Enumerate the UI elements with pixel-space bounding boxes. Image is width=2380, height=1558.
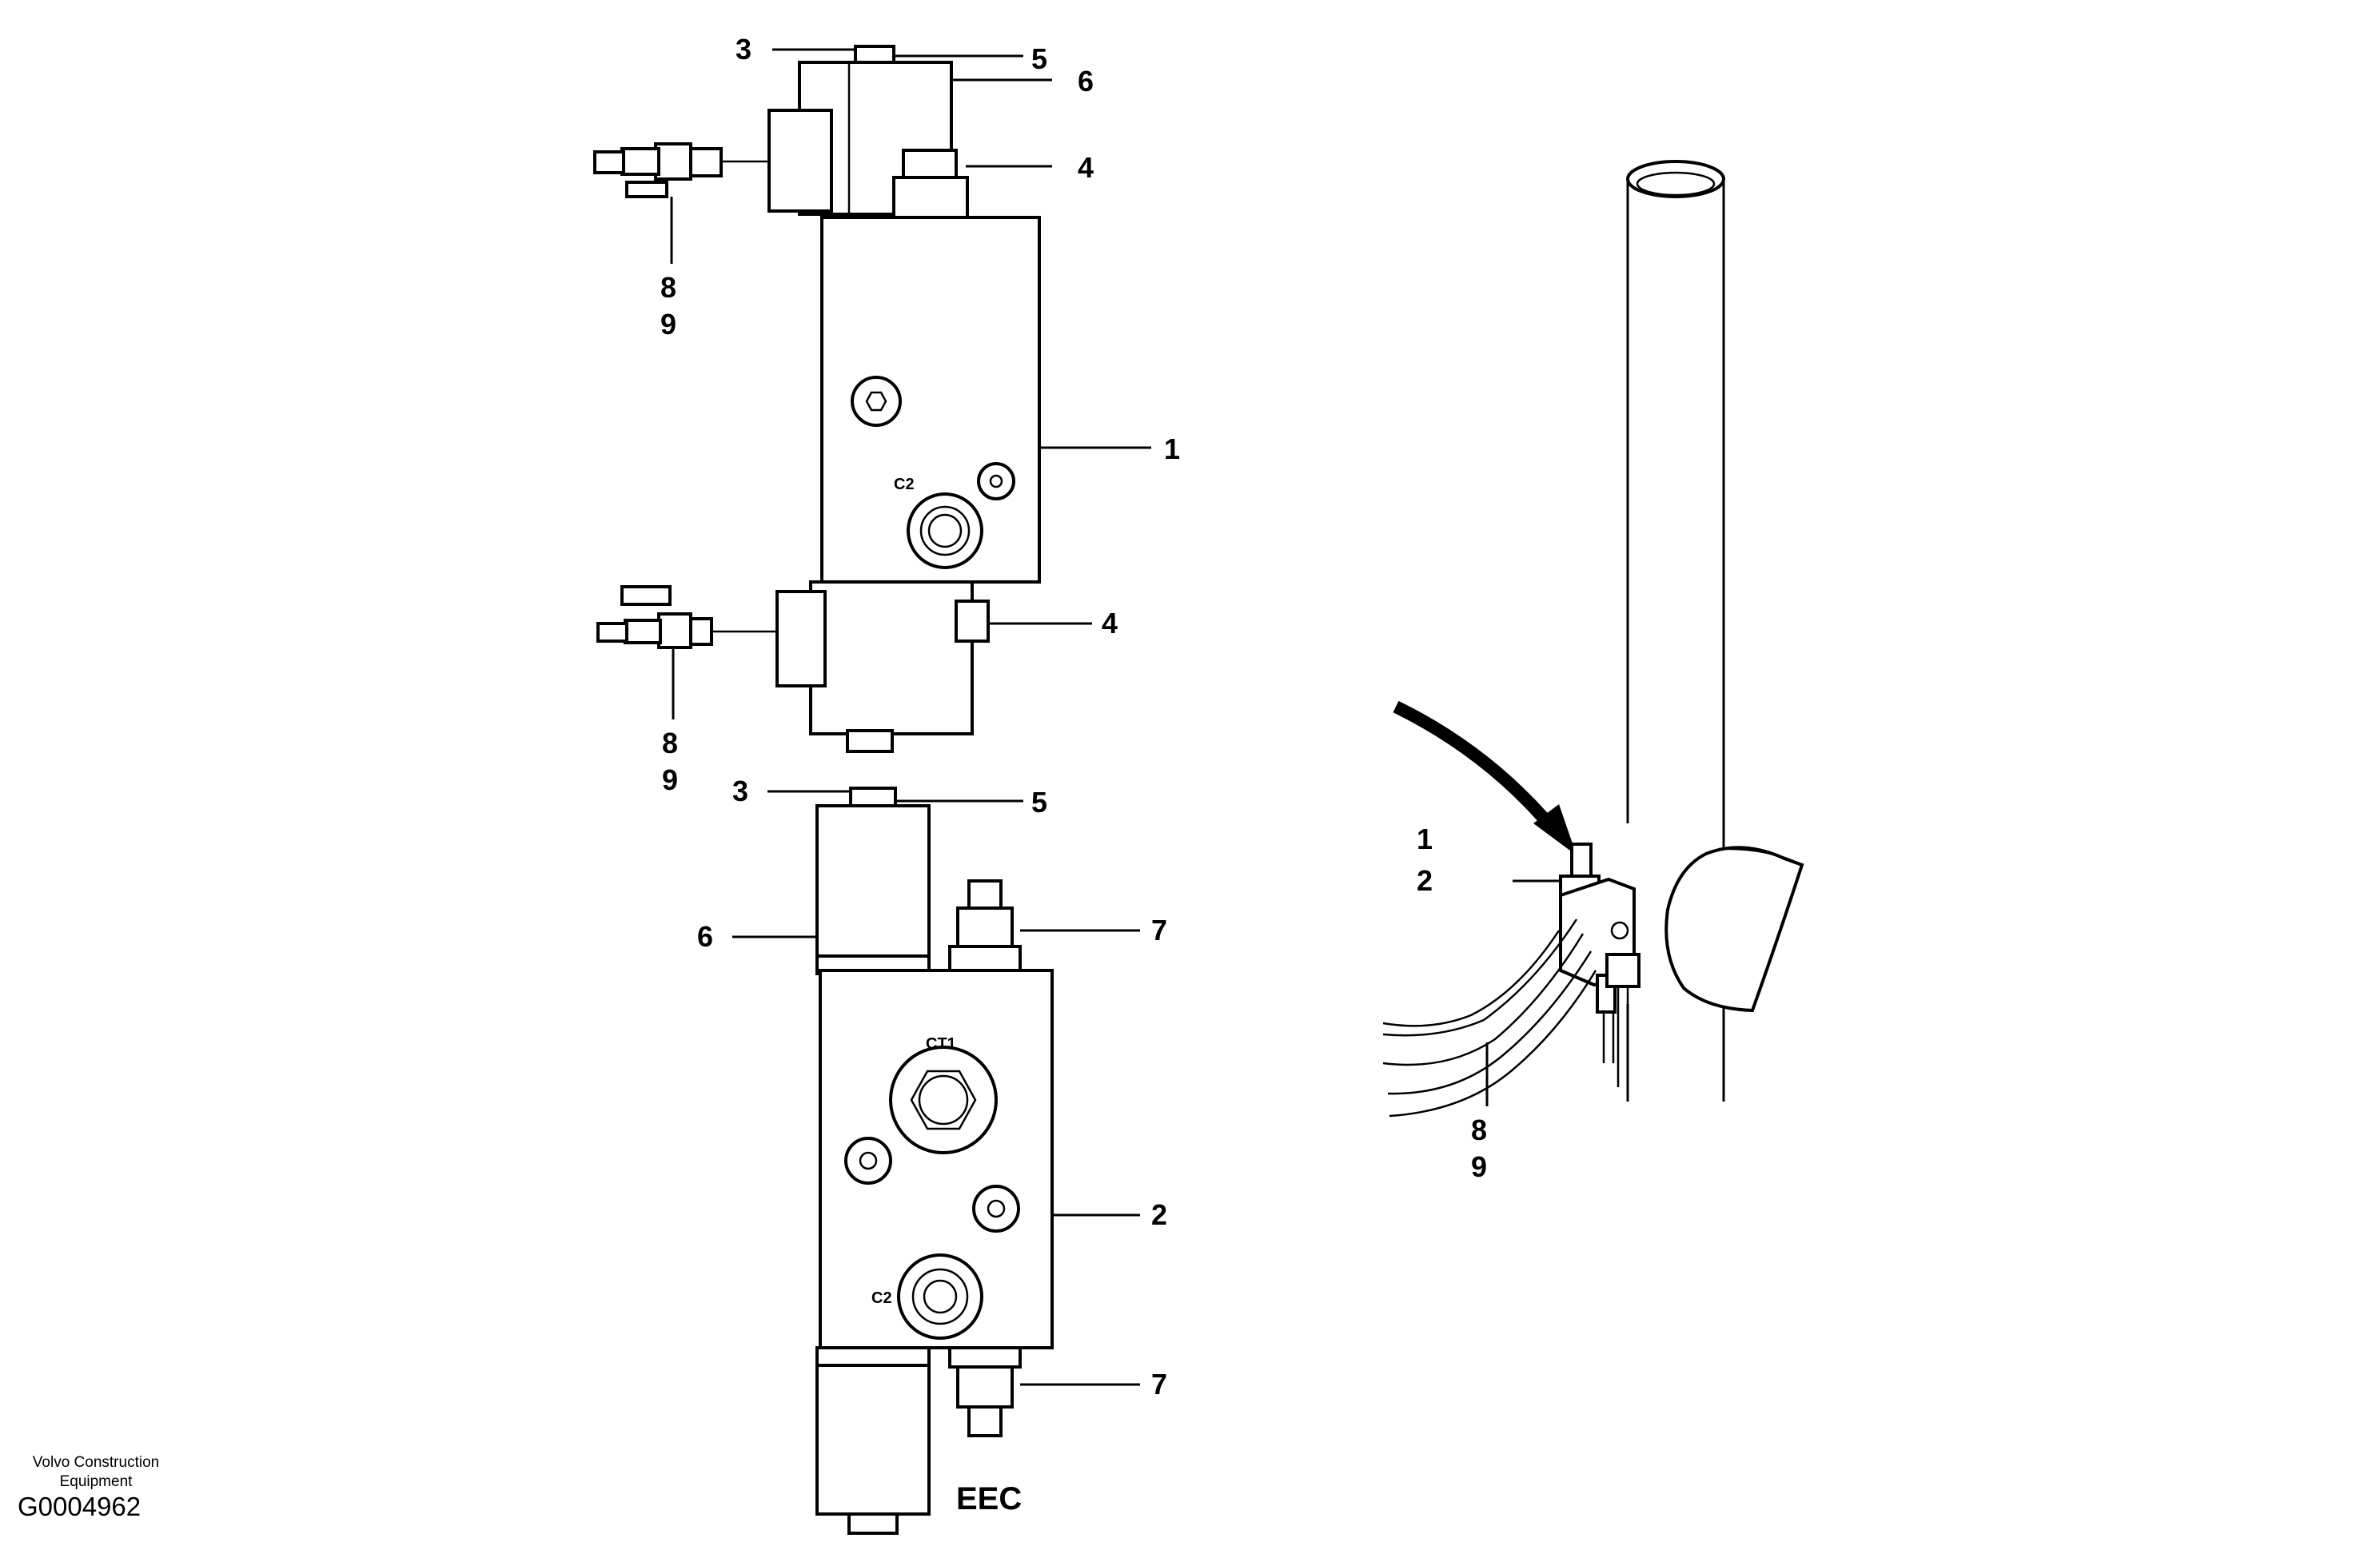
callout-8-lower: 8 (662, 727, 678, 759)
callout-8-top: 8 (660, 271, 676, 304)
callout-9-install: 9 (1471, 1150, 1487, 1183)
fitting-7-top-base (948, 945, 1022, 972)
plug-body-lower (688, 617, 713, 646)
callout-2-install: 2 (1417, 864, 1433, 897)
callout-3-top: 3 (736, 33, 751, 66)
port-c2-upper (907, 492, 983, 569)
cartridge-hex (892, 176, 969, 219)
fitting-7-bottom-base (948, 1346, 1022, 1369)
leader-lines (670, 48, 1151, 1386)
callout-4-top: 4 (1078, 151, 1094, 184)
solenoid-coil-2 (815, 804, 931, 969)
solenoid-coil-2b (815, 1364, 931, 1516)
variant-label: EEC (956, 1481, 1022, 1516)
hose-b (1382, 933, 1585, 1066)
callout-8-install: 8 (1471, 1114, 1487, 1146)
nut-top-2 (849, 787, 897, 807)
coil-top-2b (815, 1346, 931, 1367)
callout-4-lower: 4 (1102, 607, 1118, 640)
coil-connector-housing (767, 109, 833, 213)
solenoid-coil-lower (809, 580, 974, 735)
plug-screw-1b (977, 462, 1015, 500)
coil-nut-lower (846, 729, 894, 753)
callout-5-lower: 5 (1031, 786, 1047, 819)
installed-fitting (1605, 953, 1640, 988)
plug-screw-1a (851, 376, 902, 427)
port-c2-lower (897, 1253, 983, 1340)
port-label-c2-upper: C2 (894, 476, 915, 493)
installation-view (1382, 160, 1804, 1118)
callout-5-top: 5 (1031, 42, 1047, 75)
coil-nut-2b (847, 1512, 899, 1535)
plug-screw-2b (972, 1185, 1020, 1233)
pointer-arrow (1393, 700, 1557, 831)
plug-connector-lower (657, 612, 692, 649)
hose-d (1389, 970, 1597, 1118)
plug-connector (654, 142, 692, 181)
callout-6-lower: 6 (697, 920, 713, 953)
callout-6-top: 6 (1078, 65, 1094, 98)
fitting-7-bottom-hex (956, 1365, 1014, 1409)
credit-line-2: Equipment (59, 1473, 133, 1490)
callout-2: 2 (1151, 1198, 1167, 1231)
callout-1: 1 (1164, 432, 1180, 465)
valve-assembly-upper: C2 (593, 45, 1041, 753)
plug-tip-lower (596, 622, 628, 643)
cartridge-stub (955, 600, 990, 643)
callout-9-top: 9 (660, 308, 676, 341)
cartridge-cap (902, 149, 958, 179)
drawing-id: G0004962 (18, 1492, 142, 1521)
hose-e (1382, 930, 1561, 1027)
hose-a (1382, 918, 1578, 1037)
fitting-7-bottom-thread (967, 1405, 1003, 1437)
plug-tip (593, 150, 625, 174)
valve-assembly-lower: CT1 C2 (815, 787, 1054, 1535)
plug-latch (625, 181, 668, 198)
callout-7-bottom: 7 (1151, 1368, 1167, 1401)
plug-grip (620, 147, 660, 176)
port-label-c2-lower: C2 (871, 1289, 892, 1307)
credit-line-1: Volvo Construction (32, 1454, 160, 1471)
callout-7-top: 7 (1151, 914, 1167, 946)
plug-screw-2a (844, 1137, 892, 1185)
port-ct1 (889, 1046, 998, 1154)
plug-body (688, 147, 723, 177)
publisher-credit: Volvo Construction Equipment (0, 1453, 192, 1492)
installed-solenoid (1570, 843, 1593, 878)
callout-9-lower: 9 (662, 763, 678, 796)
pointer-arrow-head (1533, 804, 1577, 855)
hose-c (1387, 950, 1593, 1095)
plug-grip-lower (624, 619, 662, 644)
callout-1-install: 1 (1417, 823, 1433, 855)
plug-latch-lower (620, 585, 672, 606)
coil-connector-housing-lower (775, 590, 827, 687)
fitting-7-top-hex (956, 907, 1014, 948)
tank (1664, 846, 1804, 1013)
fitting-7-top-thread (967, 879, 1003, 910)
port-label-ct1: CT1 (926, 1035, 956, 1053)
callout-3-lower: 3 (732, 775, 748, 807)
